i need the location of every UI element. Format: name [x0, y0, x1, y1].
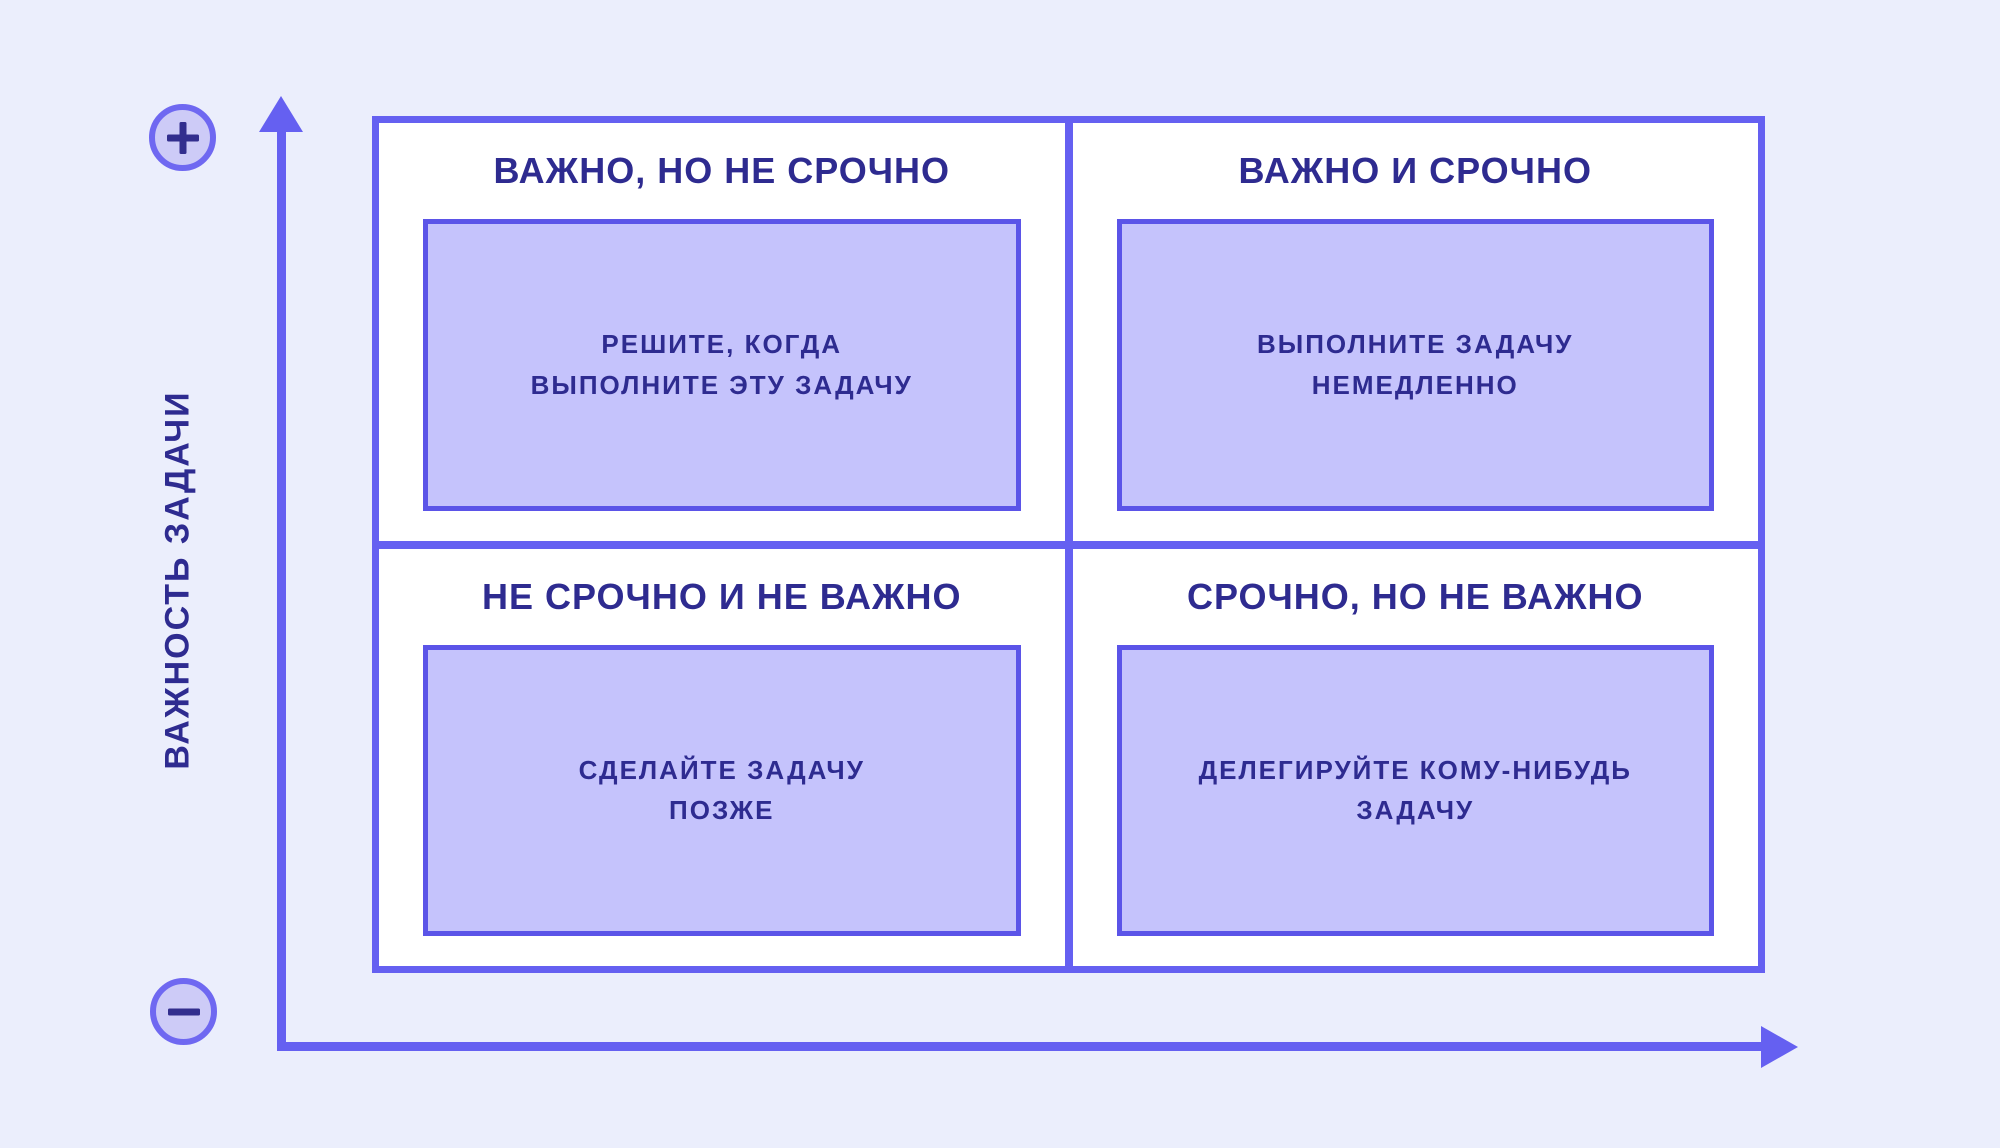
x-axis-arrowhead-icon	[1761, 1026, 1798, 1068]
quadrant-action-text: РЕШИТЕ, КОГДА ВЫПОЛНИТЕ ЭТУ ЗАДАЧУ	[530, 329, 913, 400]
quadrant-action-box: ВЫПОЛНИТЕ ЗАДАЧУ НЕМЕДЛЕННО	[1116, 219, 1714, 511]
quadrant-action-text: ДЕЛЕГИРУЙТЕ КОМУ-НИБУДЬ ЗАДАЧУ	[1198, 754, 1632, 826]
quadrant-title: ВАЖНО, НО НЕ СРОЧНО	[493, 150, 951, 191]
quadrant-action-box: СДЕЛАЙТЕ ЗАДАЧУ ПОЗЖЕ	[423, 644, 1021, 936]
y-axis-label: ВАЖНОСТЬ ЗАДАЧИ	[158, 390, 197, 770]
quadrant-title: НЕ СРОЧНО И НЕ ВАЖНО	[482, 575, 962, 617]
quadrant-important-not-urgent: ВАЖНО, НО НЕ СРОЧНО РЕШИТЕ, КОГДА ВЫПОЛН…	[379, 123, 1065, 541]
quadrant-action-text: ВЫПОЛНИТЕ ЗАДАЧУ НЕМЕДЛЕННО	[1257, 329, 1574, 400]
minus-icon	[150, 978, 217, 1045]
plus-icon	[149, 104, 216, 171]
quadrant-action-box: РЕШИТЕ, КОГДА ВЫПОЛНИТЕ ЭТУ ЗАДАЧУ	[423, 219, 1021, 511]
quadrant-important-urgent: ВАЖНО И СРОЧНО ВЫПОЛНИТЕ ЗАДАЧУ НЕМЕДЛЕН…	[1072, 123, 1758, 541]
matrix-grid: ВАЖНО, НО НЕ СРОЧНО РЕШИТЕ, КОГДА ВЫПОЛН…	[372, 116, 1765, 973]
x-axis-line	[277, 1042, 1763, 1051]
quadrant-urgent-not-important: СРОЧНО, НО НЕ ВАЖНО ДЕЛЕГИРУЙТЕ КОМУ-НИБ…	[1072, 548, 1758, 966]
quadrant-action-text: СДЕЛАЙТЕ ЗАДАЧУ ПОЗЖЕ	[578, 754, 865, 826]
quadrant-action-box: ДЕЛЕГИРУЙТЕ КОМУ-НИБУДЬ ЗАДАЧУ	[1116, 644, 1714, 936]
quadrant-not-urgent-not-important: НЕ СРОЧНО И НЕ ВАЖНО СДЕЛАЙТЕ ЗАДАЧУ ПОЗ…	[379, 548, 1065, 966]
quadrant-title: ВАЖНО И СРОЧНО	[1238, 150, 1592, 191]
y-axis-line	[277, 122, 286, 1051]
quadrant-title: СРОЧНО, НО НЕ ВАЖНО	[1186, 575, 1644, 617]
